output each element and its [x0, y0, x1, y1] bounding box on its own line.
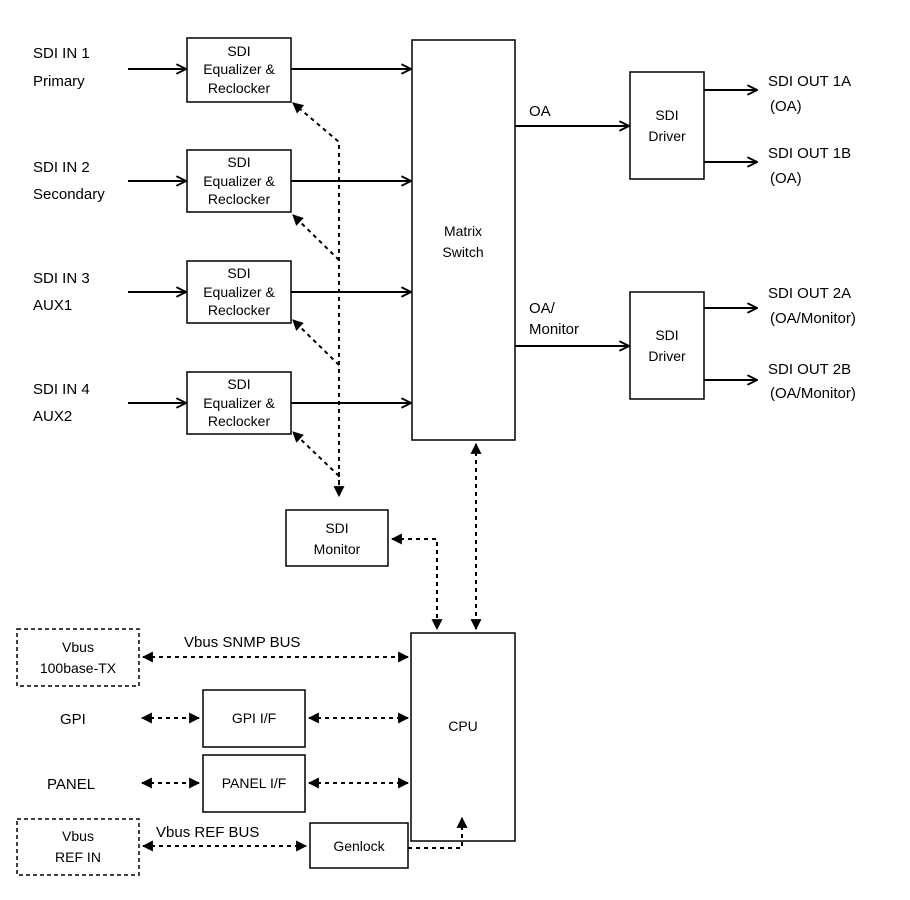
panel-label: PANEL	[47, 776, 95, 793]
cpu-block: CPU	[410, 632, 516, 842]
monitor-cpu-link	[390, 533, 443, 631]
vbus-100base-block: Vbus 100base-TX	[16, 628, 140, 687]
svg-text:Matrix: Matrix	[444, 223, 482, 239]
eq-3-monitor-tap	[292, 319, 340, 366]
eq-1-monitor-tap	[292, 102, 340, 493]
svg-text:(OA/Monitor): (OA/Monitor)	[770, 385, 856, 402]
output-2a-label: SDI OUT 2A (OA/Monitor)	[768, 285, 856, 327]
svg-text:Driver: Driver	[648, 128, 686, 144]
svg-text:Secondary: Secondary	[33, 186, 105, 203]
panel-if-block: PANEL I/F	[202, 754, 306, 813]
svg-text:OA/: OA/	[529, 300, 556, 317]
svg-text:SDI IN 4: SDI IN 4	[33, 381, 90, 398]
eq-2-monitor-tap	[292, 214, 340, 261]
svg-text:AUX1: AUX1	[33, 297, 72, 314]
genlock-block: Genlock	[309, 822, 409, 869]
svg-text:GPI I/F: GPI I/F	[232, 710, 276, 726]
svg-text:SDI: SDI	[227, 154, 250, 170]
svg-text:Vbus: Vbus	[62, 639, 94, 655]
gpi-label: GPI	[60, 711, 86, 728]
svg-text:SDI: SDI	[655, 107, 678, 123]
svg-text:Equalizer &: Equalizer &	[203, 173, 275, 189]
equalizer-block-4: SDI Equalizer & Reclocker	[186, 371, 292, 435]
svg-text:(OA/Monitor): (OA/Monitor)	[770, 310, 856, 327]
oa-monitor-label: OA/ Monitor	[529, 300, 579, 338]
svg-text:CPU: CPU	[448, 718, 478, 734]
svg-text:Genlock: Genlock	[333, 838, 385, 854]
svg-text:SDI OUT 1A: SDI OUT 1A	[768, 73, 851, 90]
svg-text:Monitor: Monitor	[314, 541, 361, 557]
svg-text:Reclocker: Reclocker	[208, 80, 271, 96]
input-2-label: SDI IN 2 Secondary	[33, 159, 105, 203]
svg-text:SDI: SDI	[655, 327, 678, 343]
svg-text:PANEL I/F: PANEL I/F	[222, 775, 287, 791]
svg-text:Monitor: Monitor	[529, 321, 579, 338]
svg-text:SDI OUT 2B: SDI OUT 2B	[768, 361, 851, 378]
svg-text:Reclocker: Reclocker	[208, 191, 271, 207]
output-1b-label: SDI OUT 1B (OA)	[768, 145, 851, 187]
vbus-ref-in-block: Vbus REF IN	[16, 818, 140, 876]
svg-text:REF IN: REF IN	[55, 849, 101, 865]
equalizer-block-3: SDI Equalizer & Reclocker	[186, 260, 292, 324]
equalizer-block-1: SDI Equalizer & Reclocker	[186, 37, 292, 103]
vbus-snmp-bus-label: Vbus SNMP BUS	[184, 634, 300, 651]
output-2b-label: SDI OUT 2B (OA/Monitor)	[768, 361, 856, 402]
svg-text:AUX2: AUX2	[33, 408, 72, 425]
matrix-switch-block: Matrix Switch	[411, 39, 516, 441]
svg-text:SDI: SDI	[227, 376, 250, 392]
gpi-if-block: GPI I/F	[202, 689, 306, 748]
svg-text:SDI: SDI	[227, 265, 250, 281]
svg-text:Switch: Switch	[442, 244, 483, 260]
oa-label: OA	[529, 103, 551, 120]
svg-text:(OA): (OA)	[770, 170, 802, 187]
svg-text:(OA): (OA)	[770, 98, 802, 115]
sdi-monitor-block: SDI Monitor	[285, 509, 389, 567]
svg-text:Reclocker: Reclocker	[208, 413, 271, 429]
svg-text:100base-TX: 100base-TX	[40, 660, 117, 676]
input-4-label: SDI IN 4 AUX2	[33, 381, 90, 425]
svg-text:SDI: SDI	[325, 520, 348, 536]
svg-text:Primary: Primary	[33, 73, 85, 90]
svg-text:SDI OUT 2A: SDI OUT 2A	[768, 285, 851, 302]
equalizer-block-2: SDI Equalizer & Reclocker	[186, 149, 292, 213]
svg-text:SDI IN 3: SDI IN 3	[33, 270, 90, 287]
vbus-ref-bus-label: Vbus REF BUS	[156, 824, 259, 841]
output-1a-label: SDI OUT 1A (OA)	[768, 73, 851, 115]
svg-text:Driver: Driver	[648, 348, 686, 364]
svg-text:SDI IN 1: SDI IN 1	[33, 45, 90, 62]
svg-text:Equalizer &: Equalizer &	[203, 395, 275, 411]
svg-text:Equalizer &: Equalizer &	[203, 61, 275, 77]
sdi-driver-2: SDI Driver	[629, 291, 705, 400]
svg-text:Equalizer &: Equalizer &	[203, 284, 275, 300]
genlock-cpu-link	[408, 816, 468, 849]
svg-text:SDI IN 2: SDI IN 2	[33, 159, 90, 176]
input-3-label: SDI IN 3 AUX1	[33, 270, 90, 314]
eq-4-monitor-tap	[292, 431, 340, 477]
svg-text:SDI: SDI	[227, 43, 250, 59]
sdi-driver-1: SDI Driver	[629, 71, 705, 180]
svg-text:Vbus: Vbus	[62, 828, 94, 844]
input-1-label: SDI IN 1 Primary	[33, 45, 90, 90]
svg-text:Reclocker: Reclocker	[208, 302, 271, 318]
svg-text:SDI OUT 1B: SDI OUT 1B	[768, 145, 851, 162]
